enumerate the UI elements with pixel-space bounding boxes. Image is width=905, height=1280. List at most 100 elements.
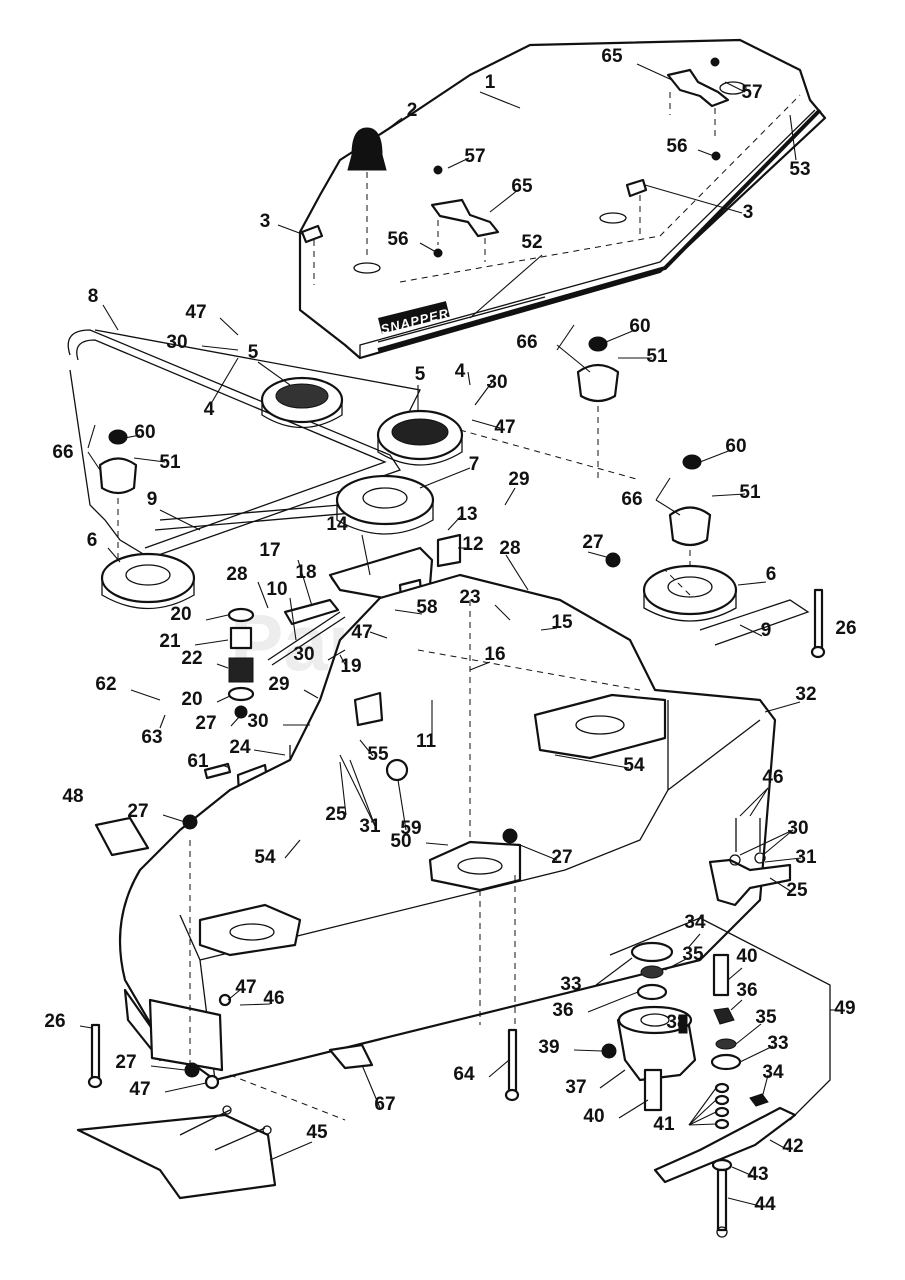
callout-6: 6: [766, 564, 777, 585]
callout-62: 62: [95, 674, 116, 695]
callout-4: 4: [204, 399, 215, 420]
callout-47: 47: [351, 622, 372, 643]
callout-60: 60: [725, 436, 746, 457]
callout-36: 36: [736, 980, 757, 1001]
callout-30: 30: [486, 372, 507, 393]
callout-34: 34: [684, 912, 706, 933]
callout-27: 27: [551, 847, 572, 868]
callout-51: 51: [159, 452, 181, 473]
callout-30: 30: [247, 711, 268, 732]
callout-56: 56: [387, 229, 408, 250]
callout-33: 33: [767, 1033, 788, 1054]
callout-59: 59: [400, 818, 421, 839]
callout-44: 44: [754, 1194, 776, 1215]
callout-30: 30: [787, 818, 808, 839]
callout-16: 16: [484, 644, 505, 665]
callout-54: 54: [623, 755, 645, 776]
callout-7: 7: [469, 454, 480, 475]
callout-5: 5: [248, 342, 259, 363]
callout-35: 35: [682, 944, 704, 965]
callout-11: 11: [416, 731, 437, 752]
long-bolts: [87, 552, 826, 1102]
callout-28: 28: [226, 564, 247, 585]
deck-housing: [118, 573, 777, 1082]
callout-57: 57: [741, 82, 762, 103]
callout-58: 58: [416, 597, 437, 618]
callout-20: 20: [181, 689, 202, 710]
callout-31: 31: [359, 816, 381, 837]
callout-43: 43: [747, 1164, 768, 1185]
callout-38: 38: [666, 1012, 687, 1033]
callout-35: 35: [755, 1007, 777, 1028]
callout-22: 22: [181, 648, 202, 669]
callout-6: 6: [87, 530, 98, 551]
callout-33: 33: [560, 974, 581, 995]
callout-51: 51: [739, 482, 761, 503]
pulley-7: [335, 474, 435, 535]
callout-15: 15: [551, 612, 573, 633]
callout-48: 48: [62, 786, 83, 807]
callout-9: 9: [147, 489, 158, 510]
callout-60: 60: [134, 422, 155, 443]
callout-42: 42: [782, 1136, 803, 1157]
callout-18: 18: [295, 562, 316, 583]
callout-57: 57: [464, 146, 485, 167]
callout-60: 60: [629, 316, 650, 337]
callout-65: 65: [511, 176, 533, 197]
callout-51: 51: [646, 346, 668, 367]
callout-2: 2: [407, 100, 418, 121]
callout-31: 31: [795, 847, 817, 868]
callout-67: 67: [374, 1094, 395, 1115]
callout-4: 4: [455, 361, 466, 382]
callout-26: 26: [44, 1011, 65, 1032]
callout-55: 55: [367, 744, 389, 765]
pulley-6-left: [100, 552, 196, 610]
callout-34: 34: [762, 1062, 784, 1083]
callout-65: 65: [601, 46, 623, 67]
pulley-5-left: [260, 376, 344, 429]
decal-48: [94, 816, 150, 857]
callout-26: 26: [835, 618, 856, 639]
callout-17: 17: [259, 540, 280, 561]
callout-23: 23: [459, 587, 480, 608]
callout-47: 47: [129, 1079, 150, 1100]
callout-47: 47: [185, 302, 206, 323]
callout-13: 13: [456, 504, 477, 525]
callout-46: 46: [263, 988, 284, 1009]
callout-27: 27: [582, 532, 603, 553]
callout-64: 64: [453, 1064, 475, 1085]
callout-20: 20: [170, 604, 191, 625]
callout-36: 36: [552, 1000, 573, 1021]
callout-24: 24: [229, 737, 251, 758]
callout-61: 61: [187, 751, 209, 772]
callout-47: 47: [235, 977, 256, 998]
callout-40: 40: [583, 1106, 604, 1127]
callout-66: 66: [52, 442, 73, 463]
callout-12: 12: [462, 534, 483, 555]
callout-47: 47: [494, 417, 515, 438]
callout-3: 3: [260, 211, 271, 232]
callout-28: 28: [499, 538, 520, 559]
callout-30: 30: [166, 332, 187, 353]
discharge-baffle-45: [76, 1105, 277, 1200]
blade-spindle-assembly: [601, 917, 831, 1238]
pulley-5-right: [376, 409, 464, 466]
cover-hardware: [300, 57, 721, 285]
callout-63: 63: [141, 727, 162, 748]
deflector-67: [328, 1043, 374, 1070]
pulley-6-right: [642, 564, 738, 622]
callout-21: 21: [159, 631, 181, 652]
callout-3: 3: [743, 202, 754, 223]
callout-50: 50: [390, 831, 411, 852]
callout-54: 54: [254, 847, 276, 868]
spindle-caps: [98, 336, 712, 570]
callout-41: 41: [653, 1114, 675, 1135]
callout-46: 46: [762, 767, 783, 788]
callout-27: 27: [127, 801, 148, 822]
callout-39: 39: [538, 1037, 559, 1058]
callout-19: 19: [340, 656, 361, 677]
leader-lines: [79, 63, 840, 1207]
callout-45: 45: [306, 1122, 328, 1143]
